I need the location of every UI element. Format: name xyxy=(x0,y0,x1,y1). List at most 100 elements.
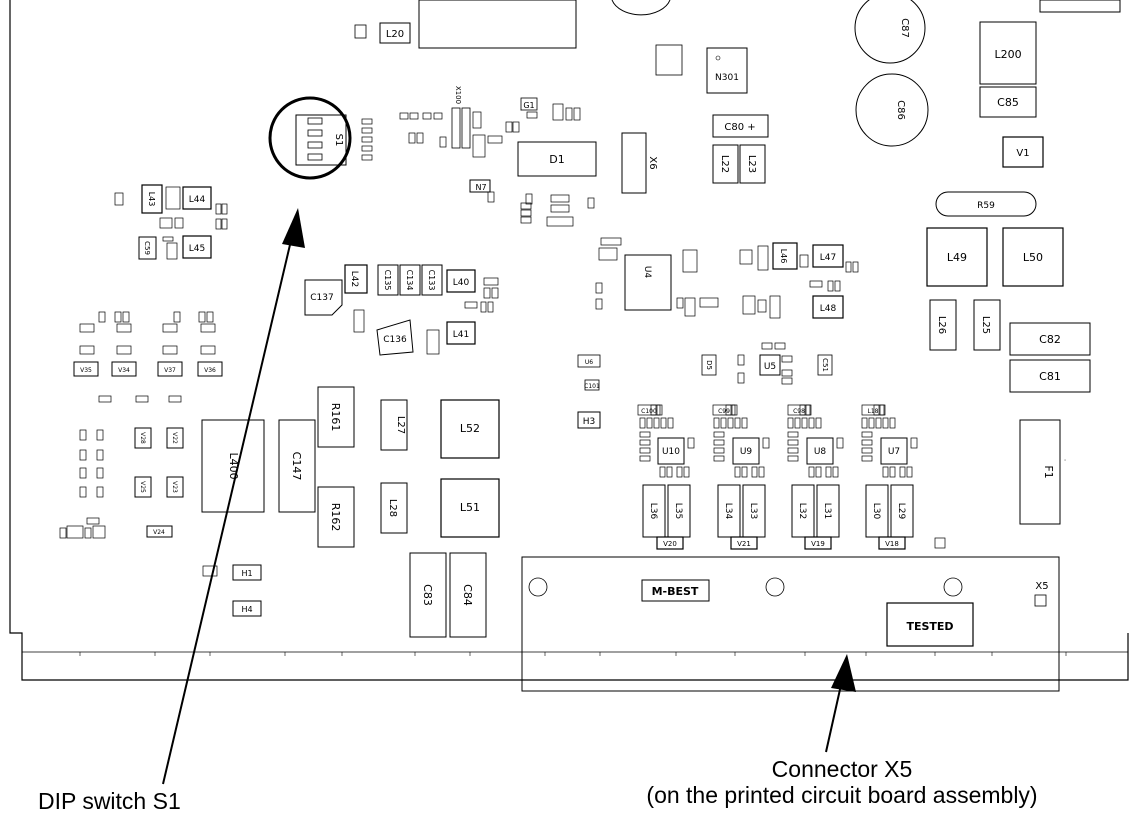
label-H1: H1 xyxy=(241,569,252,578)
label-L44: L44 xyxy=(189,195,206,205)
label-N301: N301 xyxy=(715,73,739,83)
label-L27: L27 xyxy=(395,416,406,434)
caption-connector-line2: (on the printed circuit board assembly) xyxy=(646,782,1038,808)
label-V19: V19 xyxy=(811,540,825,548)
label-C98: L18 xyxy=(868,408,879,415)
label-C85: C85 xyxy=(997,96,1019,109)
label-V18: V18 xyxy=(885,540,899,548)
label-L45: L45 xyxy=(189,244,205,254)
label-C137: C137 xyxy=(310,293,333,303)
label-R59: R59 xyxy=(977,201,995,211)
label-C83: C83 xyxy=(421,584,434,606)
label-C80: C80 + xyxy=(724,122,755,133)
label-V28: V28 xyxy=(139,432,146,444)
label-C51: U6 xyxy=(585,359,593,366)
label-C81: C81 xyxy=(1039,370,1061,383)
caption-connector-line1: Connector X5 xyxy=(771,756,913,782)
label-U8: U8 xyxy=(814,447,827,457)
label-U10: U10 xyxy=(662,447,680,457)
label-C84: C84 xyxy=(461,584,474,606)
label-U9: U9 xyxy=(740,447,753,457)
label-F1: F1 xyxy=(1042,465,1055,478)
label-C100: C99 xyxy=(718,408,730,415)
label-N7: N7 xyxy=(475,183,486,192)
label-V21: V21 xyxy=(737,540,751,548)
label-V24: V24 xyxy=(153,529,165,536)
caption-connector: Connector X5 (on the printed circuit boa… xyxy=(552,756,1131,808)
label-H3: H3 xyxy=(583,417,596,427)
label-L51: L51 xyxy=(460,501,480,514)
label-C134: C134 xyxy=(405,270,414,291)
label-V34: V34 xyxy=(118,367,130,374)
label-V35: V35 xyxy=(80,367,92,374)
label-L26: L26 xyxy=(936,316,947,334)
label-C136: C136 xyxy=(383,335,407,345)
label-L31: L31 xyxy=(822,503,832,519)
label-X100: X100 xyxy=(454,86,462,104)
label-L49: L49 xyxy=(947,251,967,264)
label-U5: U5 xyxy=(764,362,776,372)
s1-callout-circle xyxy=(268,96,352,180)
label-L41: L41 xyxy=(453,330,469,340)
label-U4: U4 xyxy=(642,266,652,279)
label-C99: C98 xyxy=(793,408,805,415)
label-L20: L20 xyxy=(386,29,404,40)
label-L52: L52 xyxy=(460,422,480,435)
caption-dip-switch: DIP switch S1 xyxy=(38,788,181,814)
label-C82: C82 xyxy=(1039,333,1061,346)
label-L48: L48 xyxy=(820,304,837,314)
board-outline xyxy=(9,0,1129,681)
label-X6: X6 xyxy=(647,156,658,169)
label-V36: V36 xyxy=(204,367,216,374)
label-S1: S1 xyxy=(333,134,344,147)
label-L29: L29 xyxy=(896,503,906,520)
label-X5: X5 xyxy=(1035,581,1048,592)
label-V22: V22 xyxy=(171,432,178,444)
label-L50: L50 xyxy=(1023,251,1043,264)
label-R162: R162 xyxy=(329,503,342,532)
label-C101: C100 xyxy=(641,408,657,415)
label-V23: V23 xyxy=(171,481,178,493)
label-L46: L46 xyxy=(779,249,788,264)
label-V20: V20 xyxy=(663,540,677,548)
label-C86: C86 xyxy=(895,100,906,120)
label-L35: L35 xyxy=(673,503,683,519)
label-R161: R161 xyxy=(329,403,342,432)
label-L200: L200 xyxy=(994,48,1021,61)
label-L25: L25 xyxy=(980,316,991,334)
label-C133: C133 xyxy=(427,270,436,291)
label-V1: V1 xyxy=(1016,148,1029,159)
callout-arrows xyxy=(162,231,844,785)
label-C135: C135 xyxy=(383,270,392,291)
label-D1: D1 xyxy=(549,153,564,166)
label-C87: C87 xyxy=(899,18,910,38)
label-U6: C101 xyxy=(584,383,600,390)
label-U7: U7 xyxy=(888,447,900,457)
x5-arrowhead xyxy=(831,654,856,692)
label-L33: L33 xyxy=(748,503,758,519)
connector-x5-assembly xyxy=(521,556,1060,692)
label-V37: V37 xyxy=(164,367,176,374)
label-H4: H4 xyxy=(241,605,252,614)
label-L36: L36 xyxy=(648,503,658,520)
label-D4: D5 xyxy=(705,360,713,370)
label-C59: C59 xyxy=(143,241,151,255)
label-L43: L43 xyxy=(147,192,156,207)
label-L40: L40 xyxy=(453,278,470,288)
label-TESTED: TESTED xyxy=(906,620,953,633)
label-L32: L32 xyxy=(797,503,807,519)
label-L28: L28 xyxy=(387,499,398,517)
label-L30: L30 xyxy=(871,503,881,520)
label-L34: L34 xyxy=(723,503,733,520)
label-V25: V25 xyxy=(139,481,146,493)
label-D5: C51 xyxy=(821,358,829,372)
label-L42: L42 xyxy=(349,271,359,287)
label-L22: L22 xyxy=(719,155,730,173)
s1-arrowhead xyxy=(282,208,305,248)
label-C147: C147 xyxy=(290,452,303,481)
label-M-BEST: M-BEST xyxy=(652,585,699,598)
label-L23: L23 xyxy=(746,155,757,173)
label-L47: L47 xyxy=(820,253,836,263)
label-G1: G1 xyxy=(523,101,534,110)
